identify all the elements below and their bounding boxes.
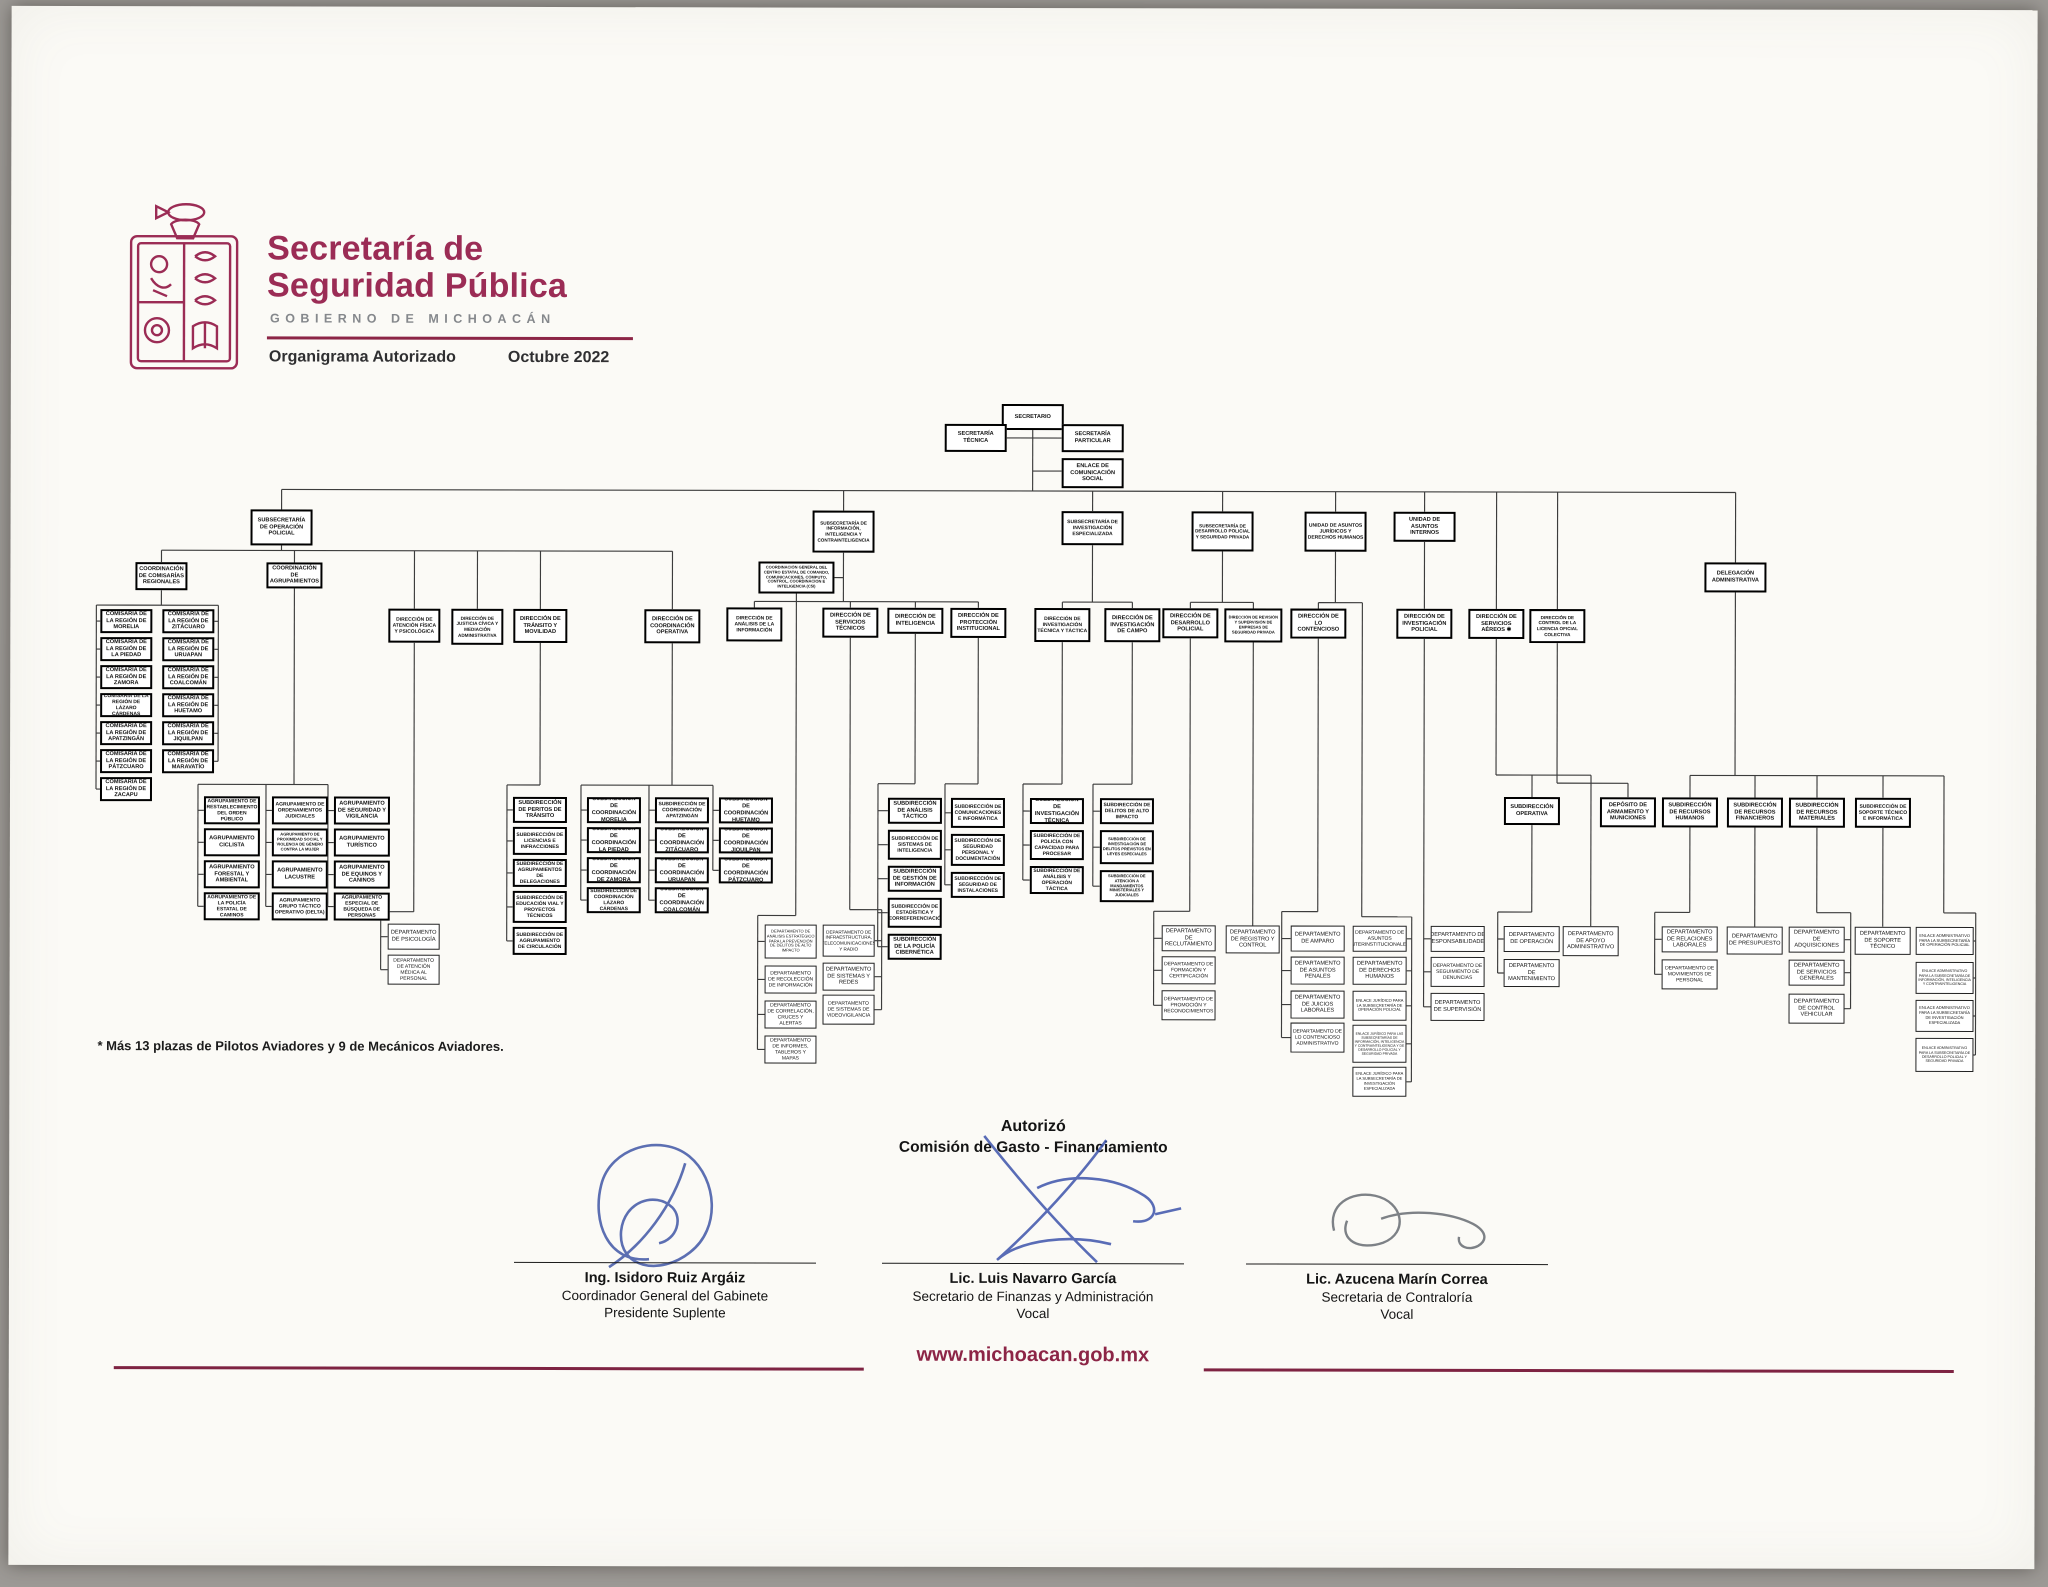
signer-extra: Vocal [882,1306,1184,1322]
signer-name: Lic. Luis Navarro García [882,1271,1184,1288]
signer-role: Coordinador General del Gabinete [514,1288,816,1304]
signer-role: Secretario de Finanzas y Administración [882,1289,1184,1305]
signer-left: Ing. Isidoro Ruiz Argáiz Coordinador Gen… [514,1262,816,1321]
signature-ink-center [984,1136,1181,1262]
signer-name: Lic. Azucena Marín Correa [1246,1271,1548,1288]
signer-center: Lic. Luis Navarro García Secretario de F… [882,1263,1184,1322]
signer-extra: Presidente Suplente [514,1305,816,1321]
scanned-page: Secretaría de Seguridad Pública GOBIERNO… [8,6,2037,1569]
signer-role: Secretaria de Contraloría [1246,1289,1548,1305]
signer-extra: Vocal [1246,1306,1548,1322]
signer-right: Lic. Azucena Marín Correa Secretaria de … [1246,1263,1548,1322]
signature-line [882,1263,1184,1265]
website-url: www.michoacan.gob.mx [633,1343,1433,1368]
signature-ink-right [1333,1195,1485,1248]
signer-name: Ing. Isidoro Ruiz Argáiz [514,1270,816,1287]
signature-line [1246,1263,1548,1265]
signature-line [514,1262,816,1264]
signature-ink-left [598,1145,711,1267]
